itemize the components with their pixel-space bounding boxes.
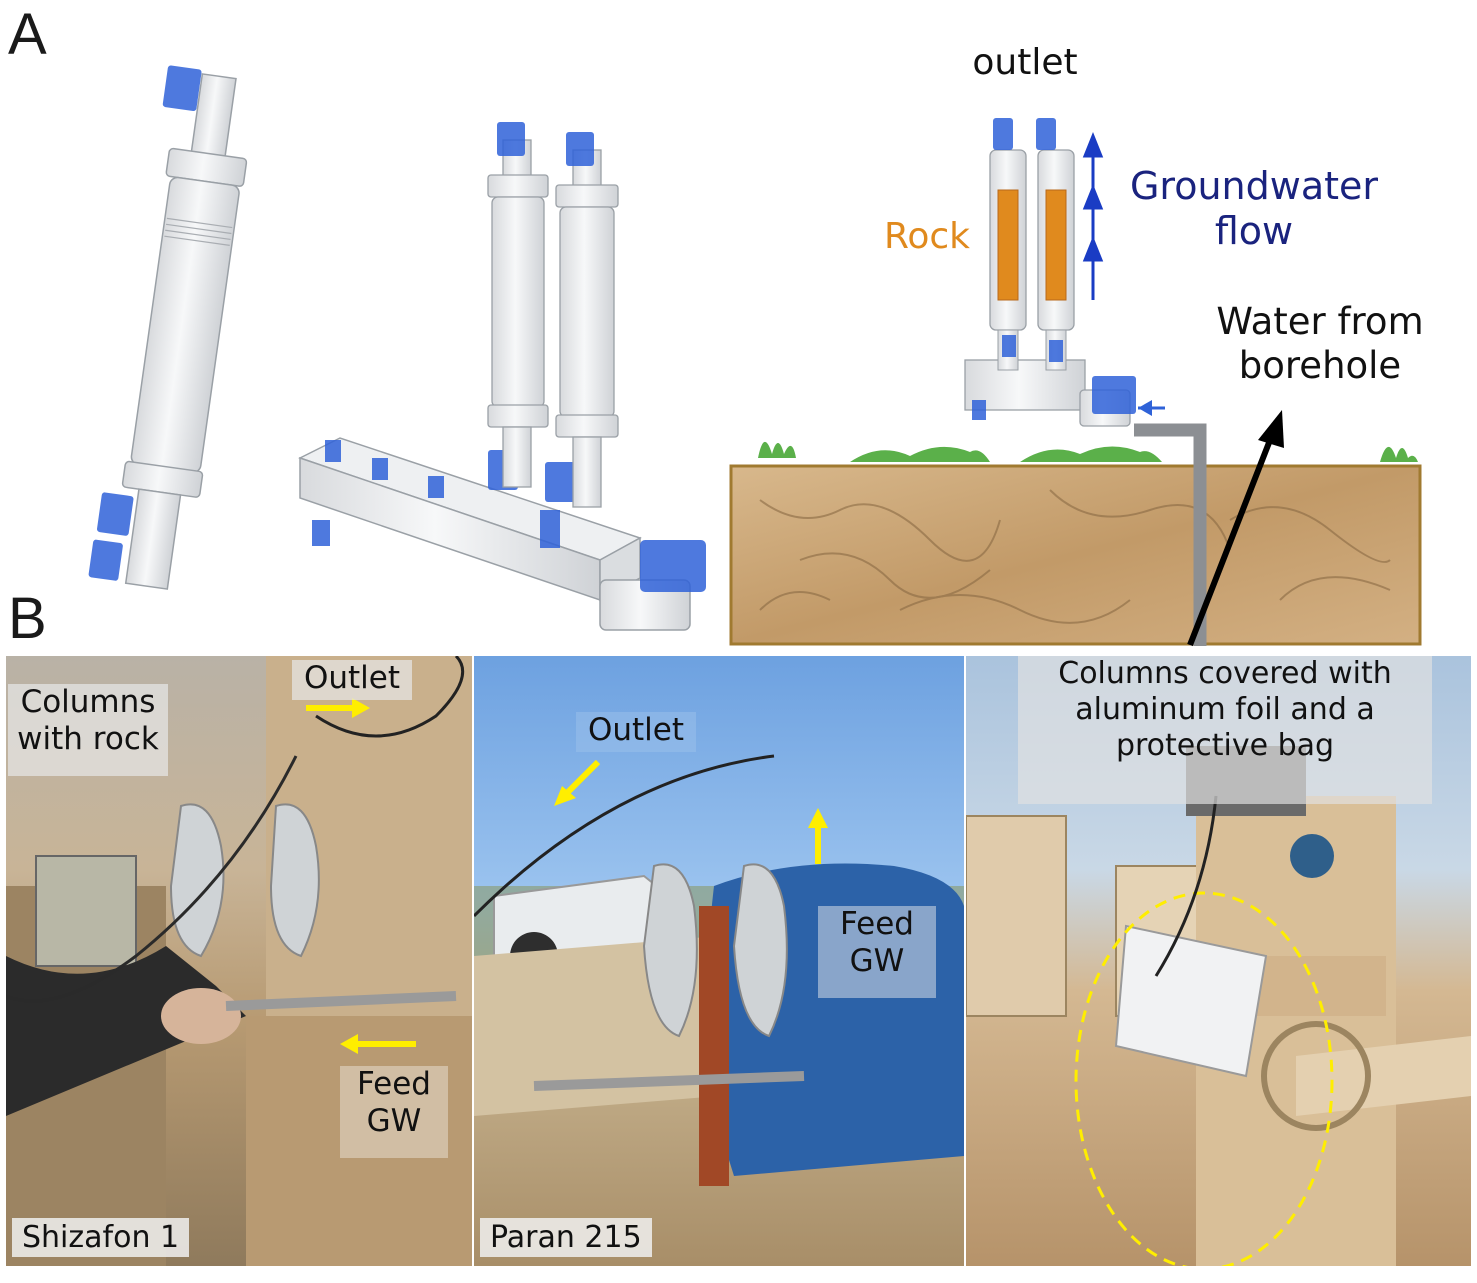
foil-column — [642, 863, 698, 1038]
borehole-pipe — [1134, 423, 1207, 646]
feed-gw-label-photo2: Feed GW — [818, 906, 936, 998]
photo-covered — [966, 656, 1471, 1266]
foil-column — [732, 863, 788, 1038]
field-schematic — [729, 118, 1422, 647]
columns-with-rock-label: Columns with rock — [8, 684, 168, 776]
foil-column — [169, 803, 225, 958]
outlet-label: outlet — [972, 42, 1078, 83]
soil-block — [729, 464, 1422, 646]
valve-icon — [97, 492, 134, 536]
feed-gw-label-photo1: Feed GW — [340, 1066, 448, 1158]
rock-label: Rock — [883, 216, 971, 257]
gw-line2: GW — [849, 943, 905, 980]
outlet-label-photo2: Outlet — [576, 712, 696, 752]
panel-label-b: B — [8, 586, 47, 651]
single-column-drawing — [88, 65, 248, 590]
flow-arrows — [1082, 131, 1104, 300]
covered-columns-caption: Columns covered with aluminum foil and a… — [1018, 656, 1432, 804]
groundwater-flow-line2: flow — [1214, 208, 1294, 253]
feed-line2: Feed — [840, 906, 914, 942]
columns-with-rock-line1: Columns — [20, 684, 156, 720]
water-label-line1: Water from — [1216, 300, 1424, 343]
manifold-drawing — [298, 122, 706, 631]
groundwater-flow-label: Groundwater flow — [1118, 164, 1390, 254]
photo-paran — [474, 656, 964, 1266]
rock-fill — [997, 189, 1019, 301]
feed-line1: Feed — [357, 1066, 431, 1102]
gw-line1: GW — [366, 1103, 422, 1140]
outlet-label-photo1: Outlet — [292, 660, 412, 700]
groundwater-flow-line1: Groundwater — [1129, 164, 1379, 208]
valve-icon — [162, 65, 202, 112]
foil-column — [269, 803, 320, 958]
panel-label-a: A — [8, 2, 47, 67]
valve-icon — [640, 540, 706, 592]
water-label-line2: borehole — [1238, 343, 1402, 387]
site-label-shizafon: Shizafon 1 — [12, 1218, 190, 1257]
photo-covered-scene — [966, 746, 1471, 1266]
caption-line2: aluminum foil and a — [1075, 692, 1375, 727]
caption-line1: Columns covered with — [1058, 656, 1392, 691]
arrow-icon — [563, 759, 601, 797]
rock-fill — [1045, 189, 1067, 301]
grass — [758, 441, 1418, 462]
protective-bag — [1114, 924, 1268, 1078]
water-from-borehole-label: Water from borehole — [1198, 300, 1442, 387]
valve-icon — [88, 539, 123, 581]
site-label-paran: Paran 215 — [480, 1218, 652, 1257]
caption-line3: protective bag — [1115, 728, 1335, 763]
columns-with-rock-line2: with rock — [17, 721, 159, 758]
highlight-circle — [1074, 891, 1334, 1266]
panel-a-drawing — [88, 65, 1422, 647]
borehole-arrow — [1187, 433, 1275, 647]
